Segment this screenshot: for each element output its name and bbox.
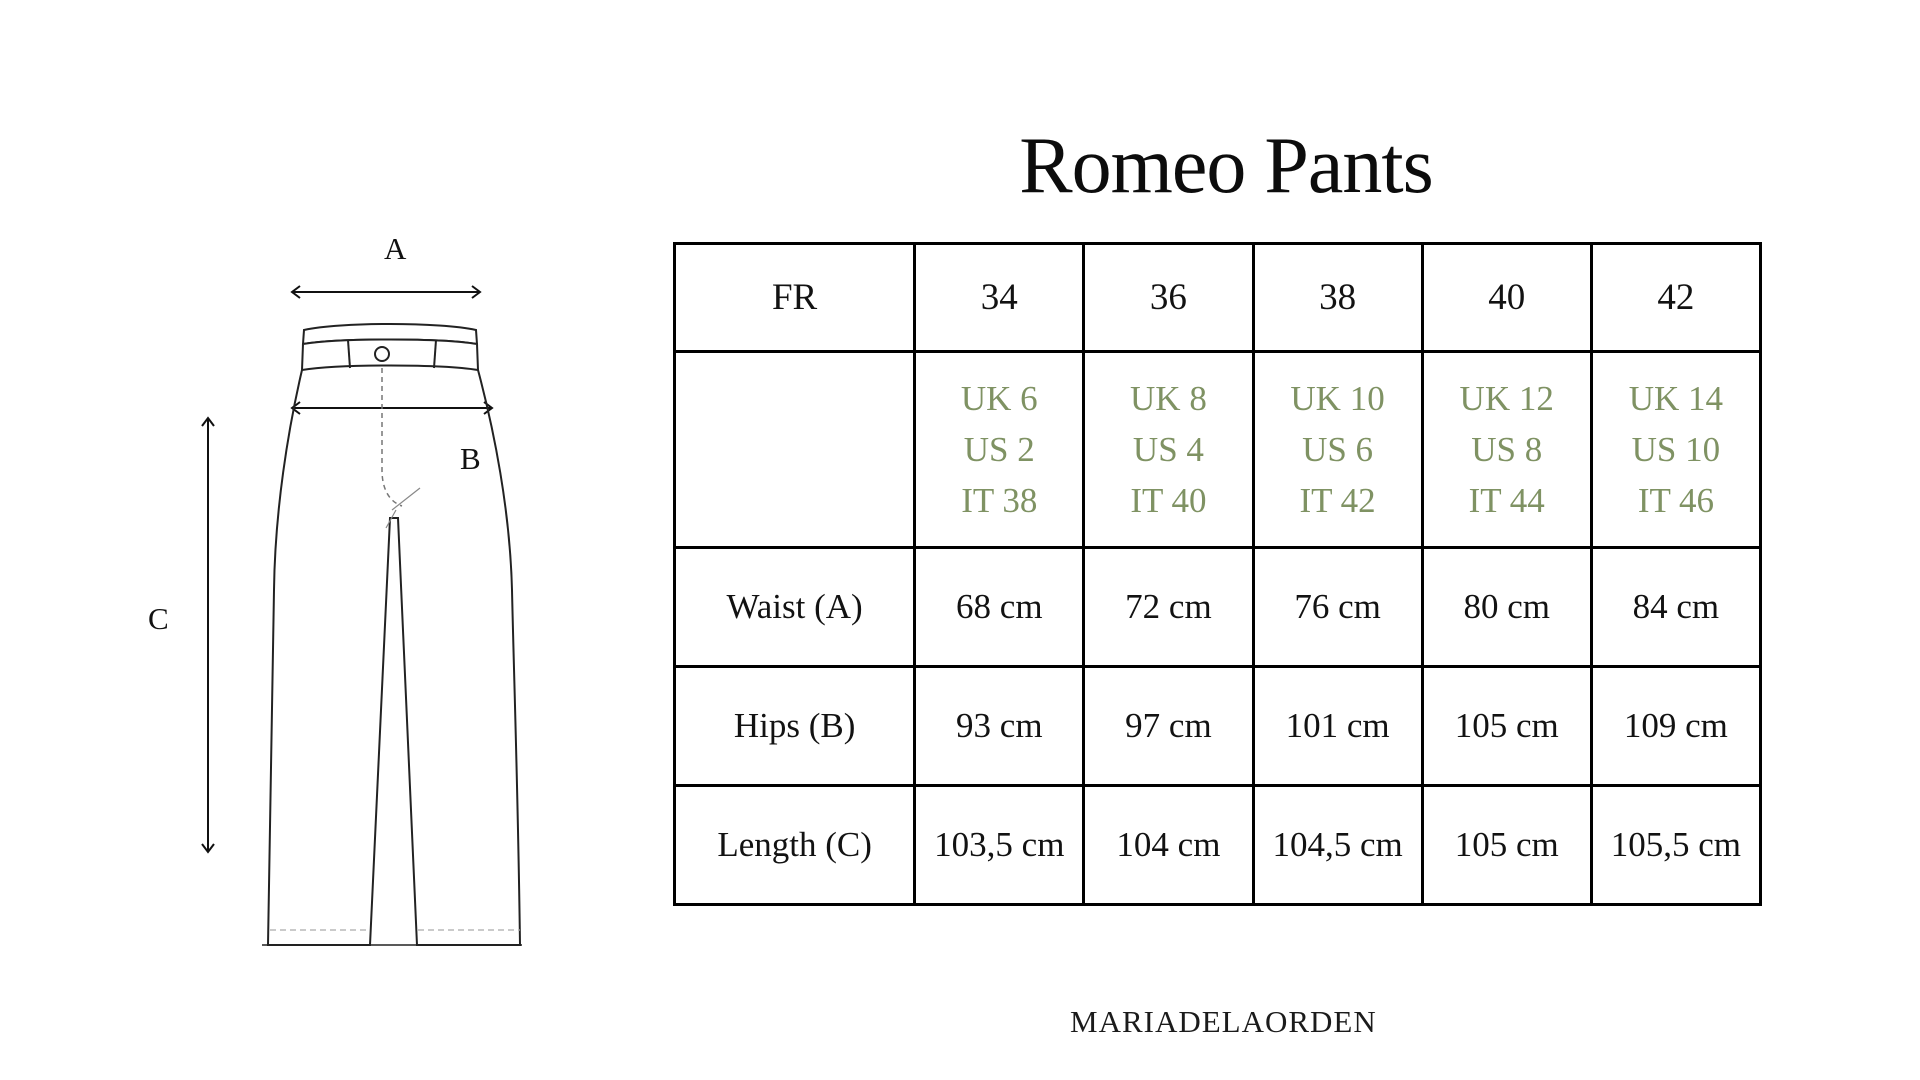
size-chart-table: FR 34 36 38 40 42 UK 6 US 2 IT 38 UK 8 U…	[672, 242, 1763, 906]
diagram-label-c: C	[148, 601, 169, 636]
conversion-it: IT 46	[1637, 481, 1714, 520]
conversion-it: IT 38	[961, 481, 1038, 520]
brand-name: MARIADELAORDEN	[1070, 1004, 1377, 1039]
pants-illustration	[201, 285, 522, 946]
conversion-uk: UK 8	[1130, 379, 1207, 418]
conversion-us: US 2	[963, 430, 1035, 469]
conversion-us: US 10	[1631, 430, 1721, 469]
conversion-us: US 4	[1132, 430, 1204, 469]
conversion-it: IT 40	[1130, 481, 1207, 520]
table-cell: 80 cm	[1420, 546, 1593, 668]
table-row-conversions: UK 6 US 2 IT 38 UK 8 US 4 IT 40 UK 10 US…	[672, 350, 1763, 549]
crotch-detail	[385, 487, 421, 529]
conversion-it: IT 44	[1468, 481, 1545, 520]
table-cell-empty	[672, 350, 917, 549]
table-header-size: 36	[1082, 242, 1255, 353]
page-title: Romeo Pants	[1019, 122, 1433, 210]
table-header-size: 34	[913, 242, 1086, 353]
table-cell: 103,5 cm	[913, 784, 1086, 906]
table-row-waist: Waist (A) 68 cm 72 cm 76 cm 80 cm 84 cm	[672, 546, 1763, 668]
table-cell: 93 cm	[913, 665, 1086, 787]
table-row-hips: Hips (B) 93 cm 97 cm 101 cm 105 cm 109 c…	[672, 665, 1763, 787]
table-cell: 76 cm	[1251, 546, 1424, 668]
pants-outline	[262, 369, 522, 946]
table-cell: 101 cm	[1251, 665, 1424, 787]
table-row-length: Length (C) 103,5 cm 104 cm 104,5 cm 105 …	[672, 784, 1763, 906]
conversion-uk: UK 12	[1459, 379, 1554, 418]
table-cell: 105 cm	[1420, 665, 1593, 787]
conversion-cell: UK 14 US 10 IT 46	[1589, 350, 1763, 549]
conversion-uk: UK 14	[1628, 379, 1724, 418]
table-cell: 72 cm	[1082, 546, 1255, 668]
hips-arrow	[290, 401, 494, 415]
table-cell: 104,5 cm	[1251, 784, 1424, 906]
table-cell: 84 cm	[1589, 546, 1763, 668]
table-row-fr-sizes: FR 34 36 38 40 42	[672, 242, 1763, 353]
waistband	[300, 323, 480, 372]
conversion-us: US 8	[1471, 430, 1543, 469]
table-cell: 109 cm	[1589, 665, 1763, 787]
conversion-uk: UK 6	[960, 379, 1038, 418]
table-header-size: 42	[1589, 242, 1763, 353]
diagram-label-b: B	[460, 441, 481, 476]
table-cell: 105,5 cm	[1589, 784, 1763, 906]
table-header-size: 38	[1251, 242, 1424, 353]
diagram-label-a: A	[384, 231, 407, 266]
conversion-cell: UK 10 US 6 IT 42	[1251, 350, 1424, 549]
table-cell: 68 cm	[913, 546, 1086, 668]
conversion-cell: UK 12 US 8 IT 44	[1420, 350, 1593, 549]
conversion-cell: UK 6 US 2 IT 38	[913, 350, 1086, 549]
table-header-size: 40	[1420, 242, 1593, 353]
row-label-waist: Waist (A)	[672, 546, 917, 668]
row-label-length: Length (C)	[672, 784, 917, 906]
table-header-fr: FR	[672, 242, 917, 353]
row-label-hips: Hips (B)	[672, 665, 917, 787]
table-cell: 97 cm	[1082, 665, 1255, 787]
length-arrow	[201, 416, 215, 854]
pants-diagram: A B C	[120, 210, 580, 970]
conversion-us: US 6	[1302, 430, 1374, 469]
conversion-uk: UK 10	[1290, 379, 1385, 418]
conversion-it: IT 42	[1299, 481, 1376, 520]
fly-stitching	[381, 368, 403, 507]
table-cell: 105 cm	[1420, 784, 1593, 906]
waist-arrow	[290, 285, 482, 299]
table-cell: 104 cm	[1082, 784, 1255, 906]
conversion-cell: UK 8 US 4 IT 40	[1082, 350, 1255, 549]
